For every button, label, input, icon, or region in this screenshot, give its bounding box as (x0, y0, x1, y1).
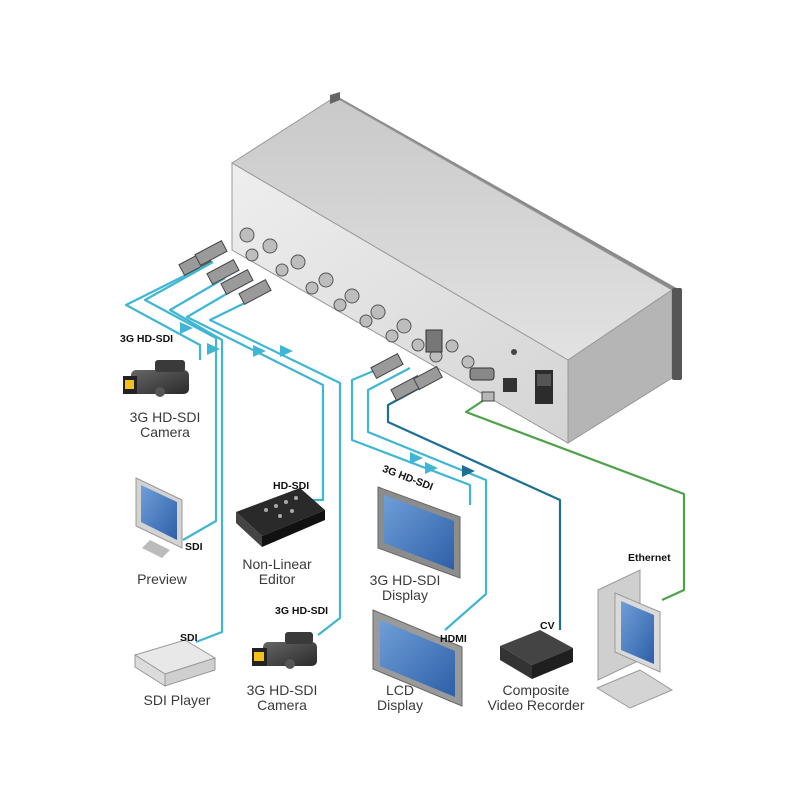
recorder-label-line2: Video Recorder (487, 697, 585, 713)
camera-1-label: 3G HD-SDI Camera (120, 410, 210, 440)
signal-label-preview: SDI (185, 541, 203, 553)
non-linear-editor-device (236, 488, 325, 547)
cable-camera-1 (124, 267, 202, 360)
camera-1-label-line2: Camera (140, 424, 190, 440)
3g-display-device (377, 486, 461, 579)
3g-display-label-line1: 3G HD-SDI (369, 572, 441, 588)
nle-label-line1: Non-Linear (242, 556, 312, 572)
camera-2-label-line2: Camera (257, 697, 307, 713)
cable-lcd (366, 367, 488, 631)
camera-2-label-line1: 3G HD-SDI (246, 682, 318, 698)
signal-label-camera-1: 3G HD-SDI (120, 333, 174, 345)
signal-label-sdi-player: SDI (180, 632, 198, 644)
recorder-label: Composite Video Recorder (476, 683, 596, 713)
preview-label: Preview (137, 571, 187, 587)
signal-label-lcd: HDMI (440, 633, 467, 645)
cable-sdi-player (168, 277, 226, 644)
sdi-player-device (133, 639, 217, 687)
cable-camera-2 (208, 297, 342, 636)
camera-1-label-line1: 3G HD-SDI (129, 409, 201, 425)
lcd-label-line1: LCD (385, 682, 414, 698)
camera-2-label: 3G HD-SDI Camera (232, 683, 332, 713)
lcd-label: LCD Display (365, 683, 435, 713)
nle-label: Non-Linear Editor (232, 557, 322, 587)
pc-device (595, 569, 674, 709)
recorder-label-line1: Composite (502, 682, 570, 698)
cable-plugs (178, 239, 495, 402)
composite-recorder-device (500, 630, 573, 679)
camera-2-device (252, 632, 317, 669)
rear-panel-ports (425, 329, 553, 404)
3g-display-label-line2: Display (382, 587, 428, 603)
preview-monitor-device (135, 477, 183, 558)
sdi-player-label: SDI Player (143, 692, 211, 708)
cable-3g-display (350, 360, 472, 505)
bnc-connector-row (239, 227, 475, 369)
lcd-label-line2: Display (377, 697, 423, 713)
signal-label-camera-2: 3G HD-SDI (275, 605, 329, 617)
flow-arrow-cv (462, 465, 475, 477)
flow-arrows (180, 322, 438, 474)
lcd-display-device (372, 609, 463, 707)
cable-preview (143, 261, 218, 541)
3g-display-label: 3G HD-SDI Display (355, 573, 455, 603)
signal-label-nle: HD-SDI (273, 480, 310, 492)
signal-label-ethernet: Ethernet (628, 552, 671, 564)
cable-ethernet (464, 395, 686, 602)
camera-1-device (123, 360, 189, 397)
signal-label-recorder: CV (540, 620, 555, 632)
cable-nle (185, 285, 325, 502)
nle-label-line2: Editor (258, 571, 296, 587)
